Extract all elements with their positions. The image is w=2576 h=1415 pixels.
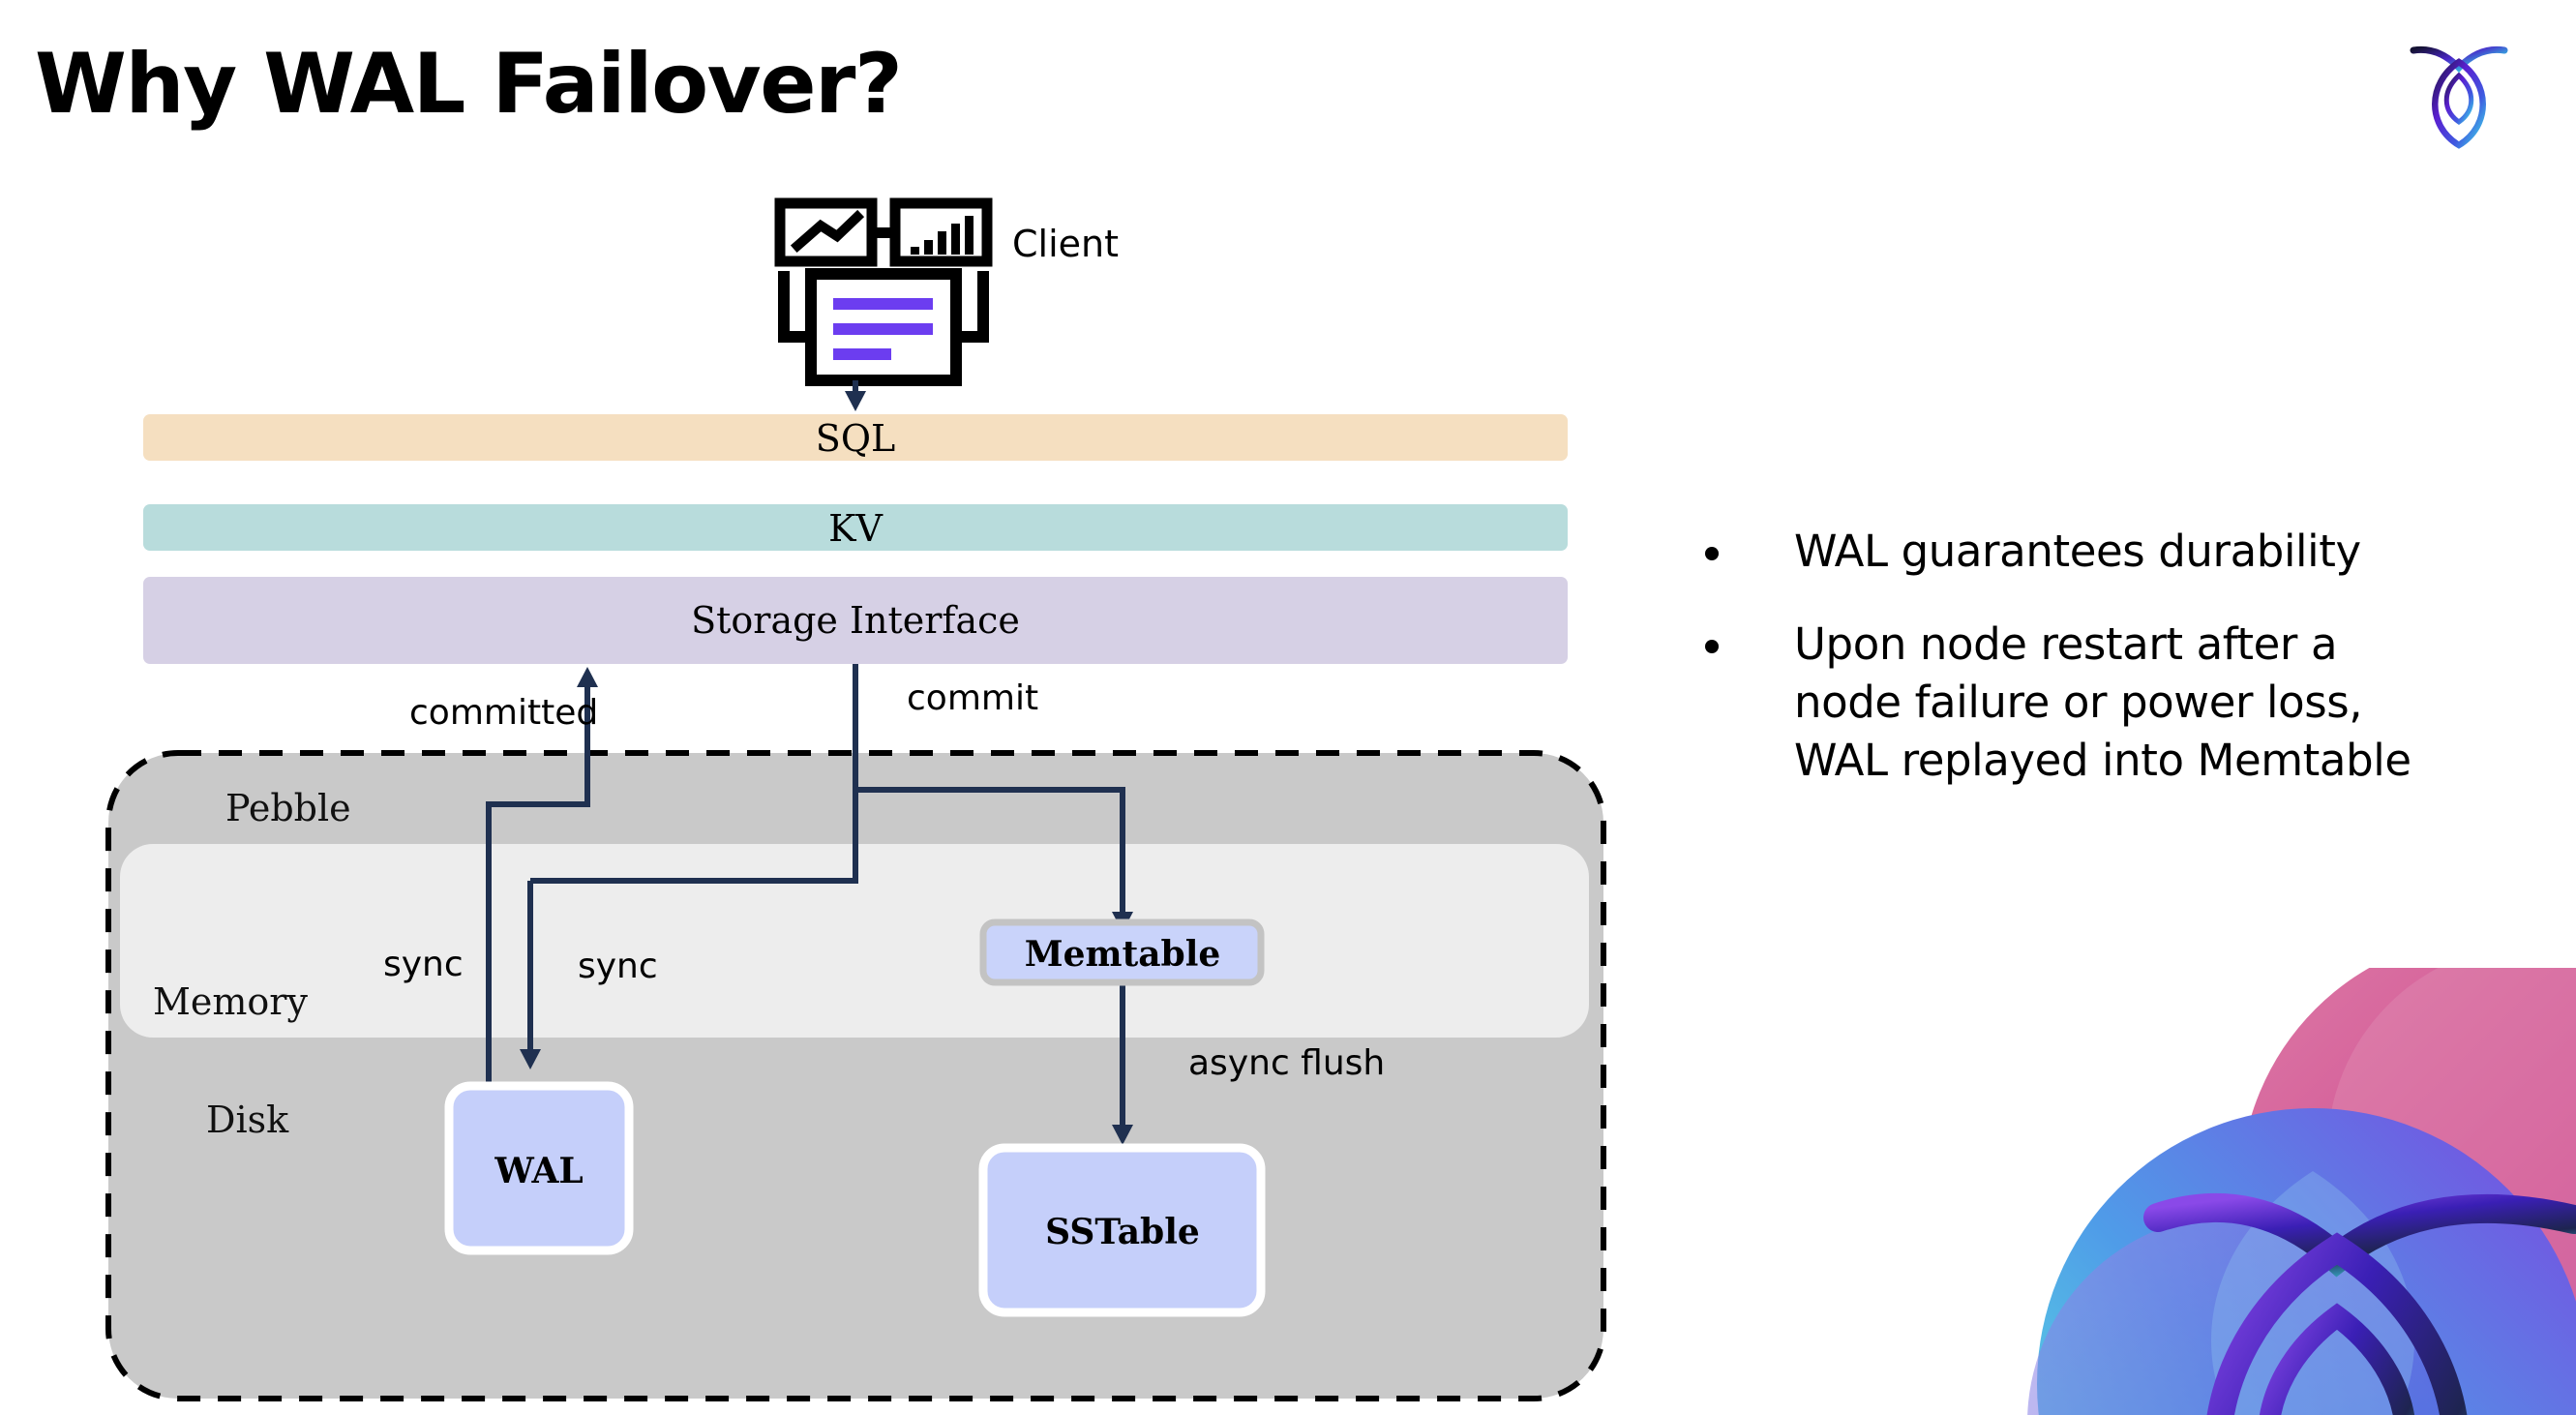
bullet-text: WAL guarantees durability (1794, 526, 2361, 577)
list-item: WAL guarantees durability (1705, 523, 2537, 581)
layer-label-storage-interface: Storage Interface (691, 599, 1020, 642)
memory-label: Memory (153, 980, 308, 1023)
node-label-memtable: Memtable (1025, 934, 1221, 975)
page-title: Why WAL Failover? (35, 36, 903, 133)
node-memtable (979, 918, 1265, 986)
edge-commit-to-memtable (855, 787, 1133, 932)
bullet-dot-icon (1705, 639, 1719, 653)
edge-label-committed: committed (409, 693, 598, 733)
edge-label-commit: commit (907, 678, 1038, 718)
client-label: Client (1012, 223, 1119, 265)
node-sstable (978, 1143, 1266, 1317)
bullet-text: Upon node restart after a node failure o… (1794, 617, 2411, 786)
layer-label-kv: KV (828, 507, 883, 550)
disk-label: Disk (206, 1099, 289, 1141)
bullet-list: WAL guarantees durability Upon node rest… (1705, 523, 2537, 824)
pebble-label: Pebble (225, 787, 351, 829)
bullet-dot-icon (1705, 547, 1719, 560)
node-label-wal: WAL (494, 1151, 583, 1191)
layer-label-sql: SQL (816, 417, 895, 460)
edge-label-sync-left: sync (383, 945, 464, 984)
edge-commit-trunk (530, 664, 858, 884)
cockroachdb-logo-icon (2410, 45, 2508, 149)
node-wal (444, 1081, 634, 1255)
layer-bar-kv (143, 504, 1568, 551)
edge-label-sync-right: sync (578, 947, 658, 986)
edge-label-async-flush: async flush (1188, 1043, 1385, 1083)
layer-bar-storage (143, 577, 1568, 664)
list-item: Upon node restart after a node failure o… (1705, 616, 2537, 790)
client-dashboard-icon (774, 197, 993, 386)
layer-bar-sql (143, 414, 1568, 461)
node-label-sstable: SSTable (1045, 1212, 1200, 1252)
edge-committed-to-storage (486, 667, 598, 1086)
